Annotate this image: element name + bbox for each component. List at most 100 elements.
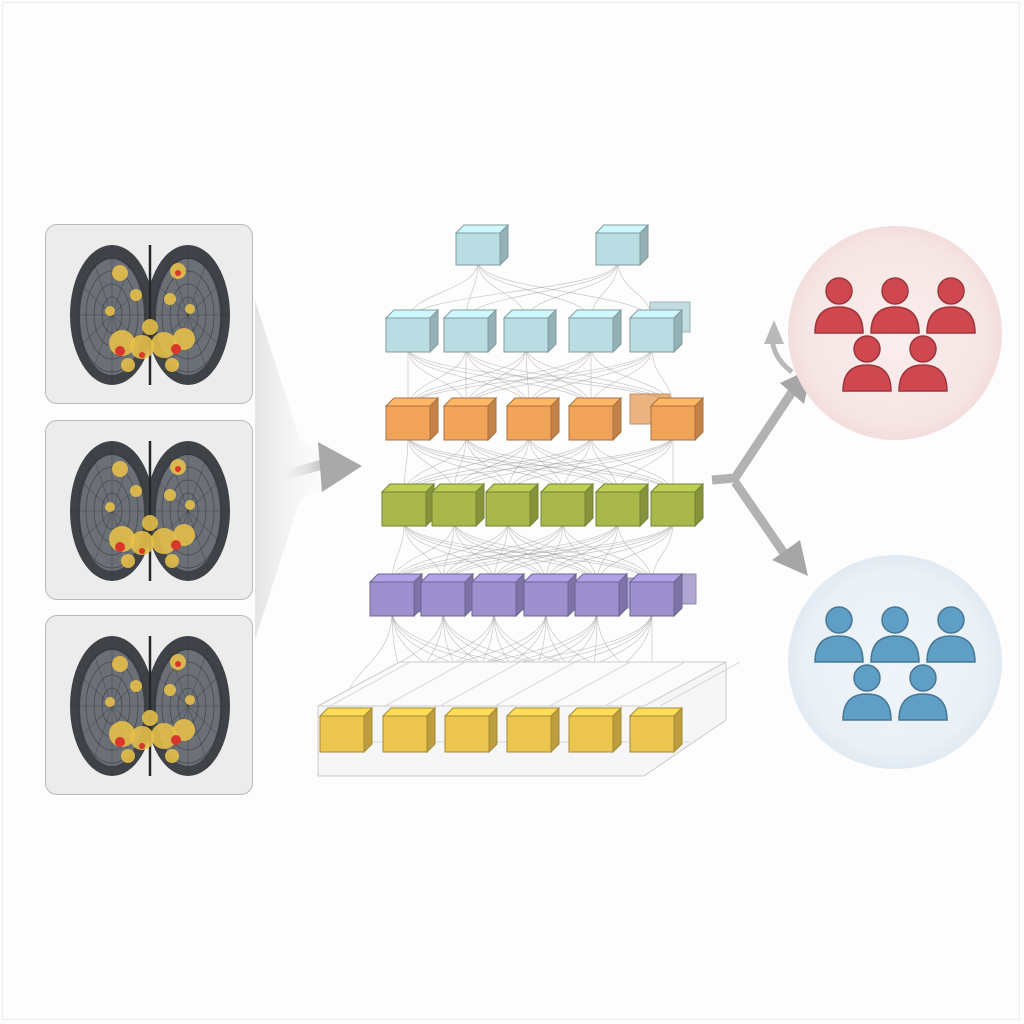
brain-segment-line bbox=[187, 314, 225, 351]
brain-segment-line bbox=[166, 254, 189, 316]
layer-4-node bbox=[380, 482, 436, 528]
node-side-face bbox=[487, 396, 497, 442]
node-top-face bbox=[505, 707, 561, 717]
node-front-face bbox=[595, 232, 641, 266]
person-body bbox=[898, 693, 948, 721]
layer-4-node bbox=[539, 482, 595, 528]
activation-hotspot bbox=[175, 661, 181, 667]
node-front-face bbox=[506, 715, 552, 753]
brain-segment-line bbox=[90, 254, 113, 316]
node-side-face bbox=[584, 482, 594, 528]
person-icon bbox=[898, 664, 948, 721]
activation-spot bbox=[105, 697, 115, 707]
node-front-face bbox=[568, 405, 614, 441]
brain-contour bbox=[101, 492, 123, 530]
node-side-face bbox=[475, 482, 485, 528]
brain-contour bbox=[101, 687, 123, 725]
activation-spot bbox=[185, 500, 195, 510]
layer-4-node bbox=[484, 482, 540, 528]
activation-spot bbox=[130, 680, 142, 692]
brain-3 bbox=[70, 636, 230, 776]
platform-grid-line bbox=[549, 661, 631, 707]
person-head bbox=[909, 664, 937, 692]
brain-scan-image-2 bbox=[70, 441, 230, 581]
activation-hotspot bbox=[115, 542, 125, 552]
node-front-face bbox=[381, 491, 427, 527]
activation-spot bbox=[142, 515, 158, 531]
activation-spot bbox=[151, 723, 177, 749]
layer-5-node bbox=[628, 572, 684, 618]
node-front-face bbox=[629, 581, 675, 617]
node-front-face bbox=[443, 405, 489, 441]
layer-1-node bbox=[454, 223, 510, 267]
node-top-face bbox=[380, 483, 436, 493]
person-body bbox=[926, 306, 976, 334]
node-front-face bbox=[595, 491, 641, 527]
activation-spot bbox=[164, 293, 176, 305]
node-front-face bbox=[540, 491, 586, 527]
brain-segment-line bbox=[75, 705, 113, 742]
node-top-face bbox=[318, 707, 374, 717]
platform-grid-line bbox=[329, 661, 411, 707]
node-top-face bbox=[484, 483, 540, 493]
brain-contour bbox=[85, 661, 139, 751]
node-front-face bbox=[319, 715, 365, 753]
network-edge bbox=[477, 260, 653, 322]
layer-6-node bbox=[381, 706, 437, 754]
person-icon bbox=[926, 277, 976, 334]
node-front-face bbox=[503, 317, 549, 353]
node-top-face bbox=[628, 707, 684, 717]
activation-spot bbox=[164, 489, 176, 501]
brain-segment-line bbox=[111, 475, 149, 512]
layer-3-node bbox=[505, 396, 561, 442]
layer-2-node bbox=[502, 308, 558, 354]
layer-2-node bbox=[384, 308, 440, 354]
node-side-face bbox=[673, 706, 683, 754]
person-icon bbox=[814, 606, 864, 663]
node-top-face bbox=[539, 483, 595, 493]
node-front-face bbox=[420, 581, 466, 617]
person-head bbox=[825, 277, 853, 305]
activation-spot bbox=[121, 554, 135, 568]
node-front-face bbox=[385, 317, 431, 353]
platform-grid-line bbox=[439, 661, 521, 707]
input-arrow-head bbox=[318, 442, 362, 492]
activation-spot bbox=[130, 335, 154, 359]
activation-hotspot bbox=[115, 737, 125, 747]
person-icon bbox=[926, 606, 976, 663]
node-side-face bbox=[673, 308, 683, 354]
node-top-face bbox=[443, 707, 499, 717]
person-head bbox=[853, 664, 881, 692]
layer-3-node bbox=[567, 396, 623, 442]
layer-5-node bbox=[419, 572, 475, 618]
activation-spot bbox=[130, 485, 142, 497]
node-top-face bbox=[384, 309, 440, 319]
node-side-face bbox=[612, 308, 622, 354]
node-side-face bbox=[550, 706, 560, 754]
layer-6-node bbox=[505, 706, 561, 754]
group-red-people bbox=[814, 277, 976, 392]
node-side-face bbox=[363, 706, 373, 754]
brain-segment-line bbox=[90, 645, 113, 707]
node-front-face bbox=[385, 405, 431, 441]
brain-segment-line bbox=[187, 510, 210, 572]
person-body bbox=[898, 364, 948, 392]
layer-2-node bbox=[442, 308, 498, 354]
node-top-face bbox=[594, 483, 650, 493]
node-top-face bbox=[505, 397, 561, 407]
node-side-face bbox=[429, 308, 439, 354]
node-top-face bbox=[649, 483, 705, 493]
brain-1 bbox=[70, 245, 230, 385]
activation-hotspot bbox=[139, 352, 145, 358]
layer-6-node bbox=[567, 706, 623, 754]
layer-6-node bbox=[628, 706, 684, 754]
activation-hotspot bbox=[139, 743, 145, 749]
node-top-face bbox=[573, 573, 629, 583]
node-top-face bbox=[442, 309, 498, 319]
person-body bbox=[870, 306, 920, 334]
brain-segment-line bbox=[90, 510, 113, 572]
activation-spot bbox=[130, 531, 154, 555]
activation-spot bbox=[151, 528, 177, 554]
layer-1-node bbox=[594, 223, 650, 267]
person-head bbox=[937, 606, 965, 634]
